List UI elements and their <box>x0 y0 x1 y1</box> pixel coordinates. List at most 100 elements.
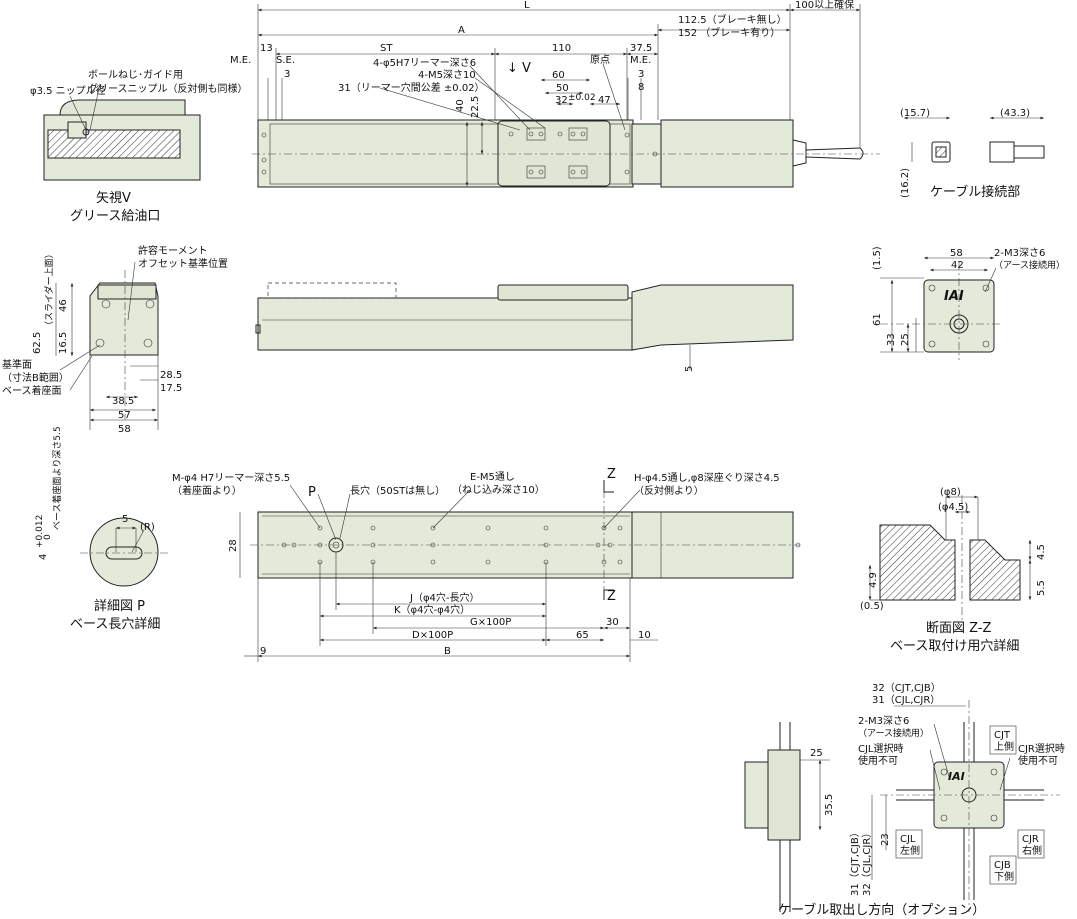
dim-43-3: (43.3) <box>1000 108 1030 119</box>
dim-1-5: (1.5) <box>872 246 883 270</box>
dim-5-side: 5 <box>684 366 695 372</box>
label-r: (R) <box>140 522 155 533</box>
label-brake-none: 112.5（ブレーキ無し） <box>678 13 787 26</box>
dim-17-5: 17.5 <box>160 383 182 394</box>
caption-grease: グリース給油口 <box>70 209 160 224</box>
label-slot: 長穴（50STは無し） <box>350 484 445 497</box>
dim-22-5: 22.5 <box>470 96 481 118</box>
dim-13: 13 <box>260 43 273 54</box>
dim-A: A <box>458 25 465 36</box>
label-z-top: Z <box>607 467 616 482</box>
dim-32-cjl: 32（CJL,CJR） <box>861 828 873 896</box>
dim-25: 25 <box>900 333 911 346</box>
dim-31-cjt: 31（CJT,CJB） <box>849 827 861 896</box>
label-me-left: M.E. <box>230 55 251 66</box>
dim-phi4-5: (φ4.5) <box>938 502 968 513</box>
label-ref-range: （寸法B範囲） <box>2 371 69 384</box>
dim-3-left: 3 <box>284 69 290 80</box>
dim-60: 60 <box>552 70 565 81</box>
dim-57: 57 <box>118 410 131 421</box>
label-ball-guide: ボールねじ･ガイド用 <box>88 69 183 81</box>
dim-10: 10 <box>638 630 651 641</box>
dim-40: 40 <box>455 99 466 112</box>
label-z-bottom: Z <box>607 589 616 604</box>
cable-connector <box>904 116 1045 163</box>
dim-62-5: 62.5 <box>32 332 43 354</box>
dim-28-5: 28.5 <box>160 370 182 381</box>
label-m-reamer: M-φ4 H7リーマー深さ5.5 <box>172 472 290 484</box>
dim-38-5: 38.5 <box>112 396 134 407</box>
dim-9: 9 <box>260 646 266 657</box>
caption-section-zz: 断面図 Z-Z <box>926 621 992 636</box>
top-view <box>252 4 880 188</box>
label-e-m5: E-M5通し <box>470 471 515 483</box>
label-cjl-unusable: 使用不可 <box>858 754 898 767</box>
cable-direction <box>744 700 1060 912</box>
caption-view-v: 矢視V <box>96 191 131 206</box>
label-clearance: 100以上確保 <box>795 0 854 11</box>
dim-37-5: 37.5 <box>630 43 652 54</box>
dim-30: 30 <box>606 617 619 628</box>
label-ref-surface: 基準面 <box>2 358 32 371</box>
slider <box>497 120 611 187</box>
label-cjb-bottom: 下側 <box>994 870 1014 883</box>
side-view <box>255 282 794 370</box>
dim-4-5: 4.5 <box>1036 544 1047 560</box>
dim-ST: ST <box>380 43 393 54</box>
label-reamer-4: 4-φ5H7リーマー深さ6 <box>373 57 476 69</box>
caption-cable-direction: ケーブル取出し方向（オプション） <box>778 902 985 918</box>
caption-slot-detail: ベース長穴詳細 <box>70 616 160 632</box>
dim-b: B <box>444 646 451 657</box>
label-earth: （アース接続用） <box>994 259 1065 271</box>
dim-16-5: 16.5 <box>58 332 69 354</box>
label-depth-5-5: ベース着座面より深さ5.5 <box>51 426 63 530</box>
label-cjr-right: 右側 <box>1022 844 1042 857</box>
label-cjr: CJR <box>1022 834 1039 845</box>
dim-61: 61 <box>872 313 883 326</box>
dim-8: 8 <box>638 82 644 93</box>
dim-5-slot: 5 <box>122 514 128 525</box>
label-cjl-left: 左側 <box>900 844 920 857</box>
slider-holes <box>508 127 588 179</box>
dim-31-cjl: 31（CJL,CJR） <box>872 694 940 706</box>
dim-35-5: 35.5 <box>824 794 835 816</box>
tol-4-bot: 0 <box>43 534 53 540</box>
dim-42: 42 <box>951 260 964 271</box>
label-cjl-select: CJL選択時 <box>858 742 904 755</box>
motor-housing <box>660 119 794 188</box>
label-earth-cable: （アース接続用） <box>858 727 929 739</box>
label-p: P <box>308 485 316 500</box>
dim-33: 33 <box>886 333 897 346</box>
dim-phi8: (φ8) <box>940 487 961 498</box>
dim-46: 46 <box>58 299 69 312</box>
tol-4-top: +0.012 <box>35 515 45 548</box>
dim-5-5: 5.5 <box>1036 580 1047 596</box>
iai-logo-small: IAI <box>948 770 965 783</box>
label-opposite: （反対側より） <box>634 484 704 497</box>
dim-4-9: 4.9 <box>868 572 879 588</box>
label-base-seat: ベース着座面 <box>2 384 62 397</box>
motor-end-view <box>880 256 1000 360</box>
dim-50: 50 <box>556 83 569 94</box>
nipple-view <box>43 83 201 181</box>
dim-k: K（φ4穴-φ4穴） <box>394 603 470 616</box>
dim-j: J（φ4穴-長穴） <box>409 591 480 604</box>
arrow-v: ↓ V <box>507 61 531 76</box>
caption-mount-hole: ベース取付け用穴詳細 <box>890 638 1019 654</box>
dim-65: 65 <box>576 630 589 641</box>
label-seat: （着座面より） <box>172 484 242 497</box>
dim-58: 58 <box>118 424 131 435</box>
dim-4-slot: 4 <box>38 554 49 560</box>
label-offset: オフセット基準位置 <box>138 257 228 270</box>
end-view <box>55 261 159 430</box>
dim-16-2: (16.2) <box>900 168 911 198</box>
dim-28: 28 <box>228 539 239 552</box>
dim-25-cable: 25 <box>810 748 823 759</box>
dim-32-cjt: 32（CJT,CJB） <box>872 682 941 694</box>
bottom-view <box>239 480 801 662</box>
label-cjr-select: CJR選択時 <box>1018 742 1065 755</box>
label-grease-nipple: グリースニップル（反対側も同様） <box>88 82 248 95</box>
dim-58-motor: 58 <box>950 248 963 259</box>
label-moment: 許容モーメント <box>138 244 208 257</box>
